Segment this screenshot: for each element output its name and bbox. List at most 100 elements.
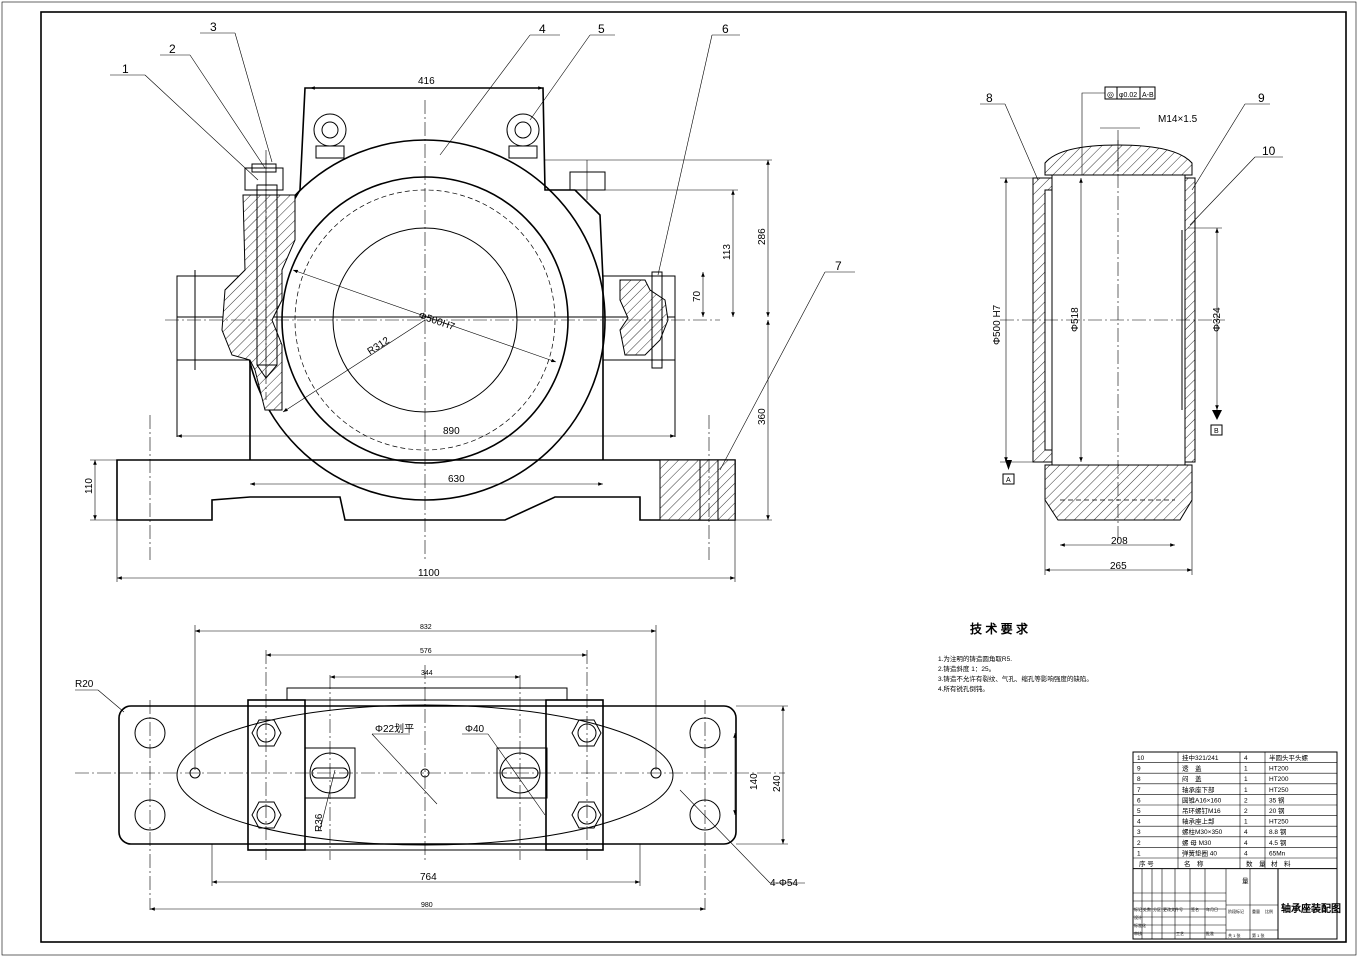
bom-cell: 4: [1244, 850, 1248, 857]
tech-item-1: 1.为注明的铸造圆角取R5.: [938, 654, 1012, 663]
title-tiny-label: 比例: [1265, 908, 1273, 914]
bom-cell: HT250: [1269, 819, 1289, 826]
bom-cell: 65Mn: [1269, 850, 1286, 857]
bom-cell: 7: [1137, 787, 1141, 794]
bom-cell: 1: [1244, 819, 1248, 826]
dim-286: 286: [757, 228, 768, 245]
bom-cell: 吊环螺钉M16: [1182, 806, 1221, 815]
drawing-frame: [40, 11, 1347, 943]
bom-cell: 2: [1137, 840, 1141, 847]
bom-cell: 半圆头平头螺: [1269, 753, 1309, 762]
balloon-2: 2: [169, 42, 176, 56]
dim-phi40: Φ40: [465, 724, 485, 735]
dim-890: 890: [443, 426, 460, 437]
bom-cell: 轴承座下部: [1182, 785, 1215, 794]
title-tiny-label: 年月日: [1206, 906, 1218, 912]
dim-r312: R312: [366, 335, 392, 357]
dim-phi500: Φ500H7: [417, 310, 456, 333]
bom-header-cell: 材 料: [1271, 859, 1291, 868]
title-tiny-label: 处数: [1143, 906, 1151, 912]
title-tiny-label: 工艺: [1176, 931, 1184, 936]
balloon-8: 8: [986, 91, 993, 105]
title-tiny-label: 标准化: [1134, 922, 1146, 928]
title-tiny-label: 设计: [1134, 914, 1142, 920]
bom-cell: 螺 母 M30: [1182, 838, 1212, 847]
bom-cell: 圆锥A16×160: [1182, 795, 1222, 804]
thread-callout: M14×1.5: [1158, 114, 1198, 125]
bom-cell: 4: [1244, 840, 1248, 847]
title-tiny-label: 第 1 张: [1252, 932, 1264, 938]
dim-140: 140: [749, 773, 760, 790]
balloon-4: 4: [539, 22, 546, 36]
dim-764: 764: [420, 872, 437, 883]
bom-cell: 4: [1244, 829, 1248, 836]
dim-phi324: Φ324: [1212, 307, 1223, 332]
dim-phi518: Φ518: [1070, 307, 1081, 332]
title-block-name: 轴承座装配图: [1281, 902, 1341, 915]
balloon-10: 10: [1262, 144, 1276, 158]
bom-cell: 2: [1244, 797, 1248, 804]
bom-cell: 20 钢: [1269, 807, 1285, 815]
title-tiny-label: 阶段标记: [1228, 908, 1244, 914]
tolerance-datum: A-B: [1142, 92, 1154, 99]
bom-frame: [1132, 751, 1338, 940]
dim-113: 113: [722, 244, 733, 260]
tech-title: 技 术 要 求: [970, 621, 1029, 636]
title-tiny-label: 共 1 张: [1228, 932, 1240, 938]
dim-576: 576: [420, 648, 432, 655]
balloon-7: 7: [835, 259, 842, 273]
balloon-9: 9: [1258, 91, 1265, 105]
balloon-5: 5: [598, 22, 605, 36]
bom-cell: 2: [1244, 808, 1248, 815]
balloon-3: 3: [210, 20, 217, 34]
bom-cell: 8: [1137, 776, 1141, 783]
bom-cell: 10: [1137, 755, 1145, 762]
bom-cell: 挂中321/241: [1182, 753, 1219, 762]
bom-cell: 轴承座上部: [1182, 817, 1215, 826]
bom-cell: 4: [1244, 755, 1248, 762]
dim-phi22: Φ22划平: [375, 722, 414, 735]
datum-a: A: [1006, 477, 1011, 484]
dim-holes: 4-Φ54: [770, 878, 798, 889]
bom-cell: 1: [1137, 850, 1141, 857]
technical-requirements: 技 术 要 求 1.为注明的铸造圆角取R5. 2.铸造斜度 1：25。 3.铸造…: [938, 621, 1093, 693]
title-tiny-label: 重量: [1252, 908, 1260, 914]
dim-344: 344: [421, 670, 433, 677]
side-view: ◎ φ0.02 A-B M14×1.5 A B Φ500 H7 Φ518 Φ32…: [980, 86, 1283, 575]
bom-cell: 5: [1137, 808, 1141, 815]
dim-phi500-side: Φ500 H7: [992, 304, 1003, 345]
bom-cell: 1: [1244, 776, 1248, 783]
bom-cell: 6: [1137, 797, 1141, 804]
dim-110: 110: [84, 478, 95, 494]
tech-item-2: 2.铸造斜度 1：25。: [938, 664, 995, 673]
bom-cell: 弹簧垫圈 40: [1182, 848, 1217, 857]
bom-cell: 1: [1244, 766, 1248, 773]
title-tiny-label: 分区: [1153, 906, 1161, 912]
title-tiny-label: 批准: [1206, 930, 1214, 936]
bom-cell: 9: [1137, 766, 1141, 773]
dim-630: 630: [448, 474, 465, 485]
datum-b: B: [1214, 428, 1219, 435]
dim-r20: R20: [75, 679, 94, 690]
dim-240: 240: [772, 775, 783, 792]
title-tiny-label: 标记: [1134, 906, 1142, 912]
dim-1100: 1100: [418, 568, 440, 579]
bom-header-cell: 序 号: [1139, 859, 1154, 868]
bom-cell: 4.5 钢: [1269, 839, 1287, 847]
dim-208: 208: [1111, 536, 1128, 547]
bom-cell: HT200: [1269, 776, 1289, 783]
dim-832: 832: [420, 624, 432, 631]
bom-cell: HT200: [1269, 766, 1289, 773]
bom-cell: 3: [1137, 829, 1141, 836]
dim-980: 980: [421, 902, 433, 909]
bom-cell: 4: [1137, 819, 1141, 826]
tech-item-3: 3.铸造不允许有裂纹、气孔、缩孔等影响强度的缺陷。: [938, 674, 1093, 683]
bom-header-cell: 名 称: [1184, 859, 1204, 868]
dim-416: 416: [418, 76, 435, 87]
dim-70: 70: [692, 290, 703, 302]
front-view: 1 2 3 4 5 6 7 416 890 630 1100 Φ500H7 R3…: [84, 20, 855, 582]
title-tiny-label: 更改文件号: [1163, 906, 1183, 912]
dim-265: 265: [1110, 561, 1127, 572]
